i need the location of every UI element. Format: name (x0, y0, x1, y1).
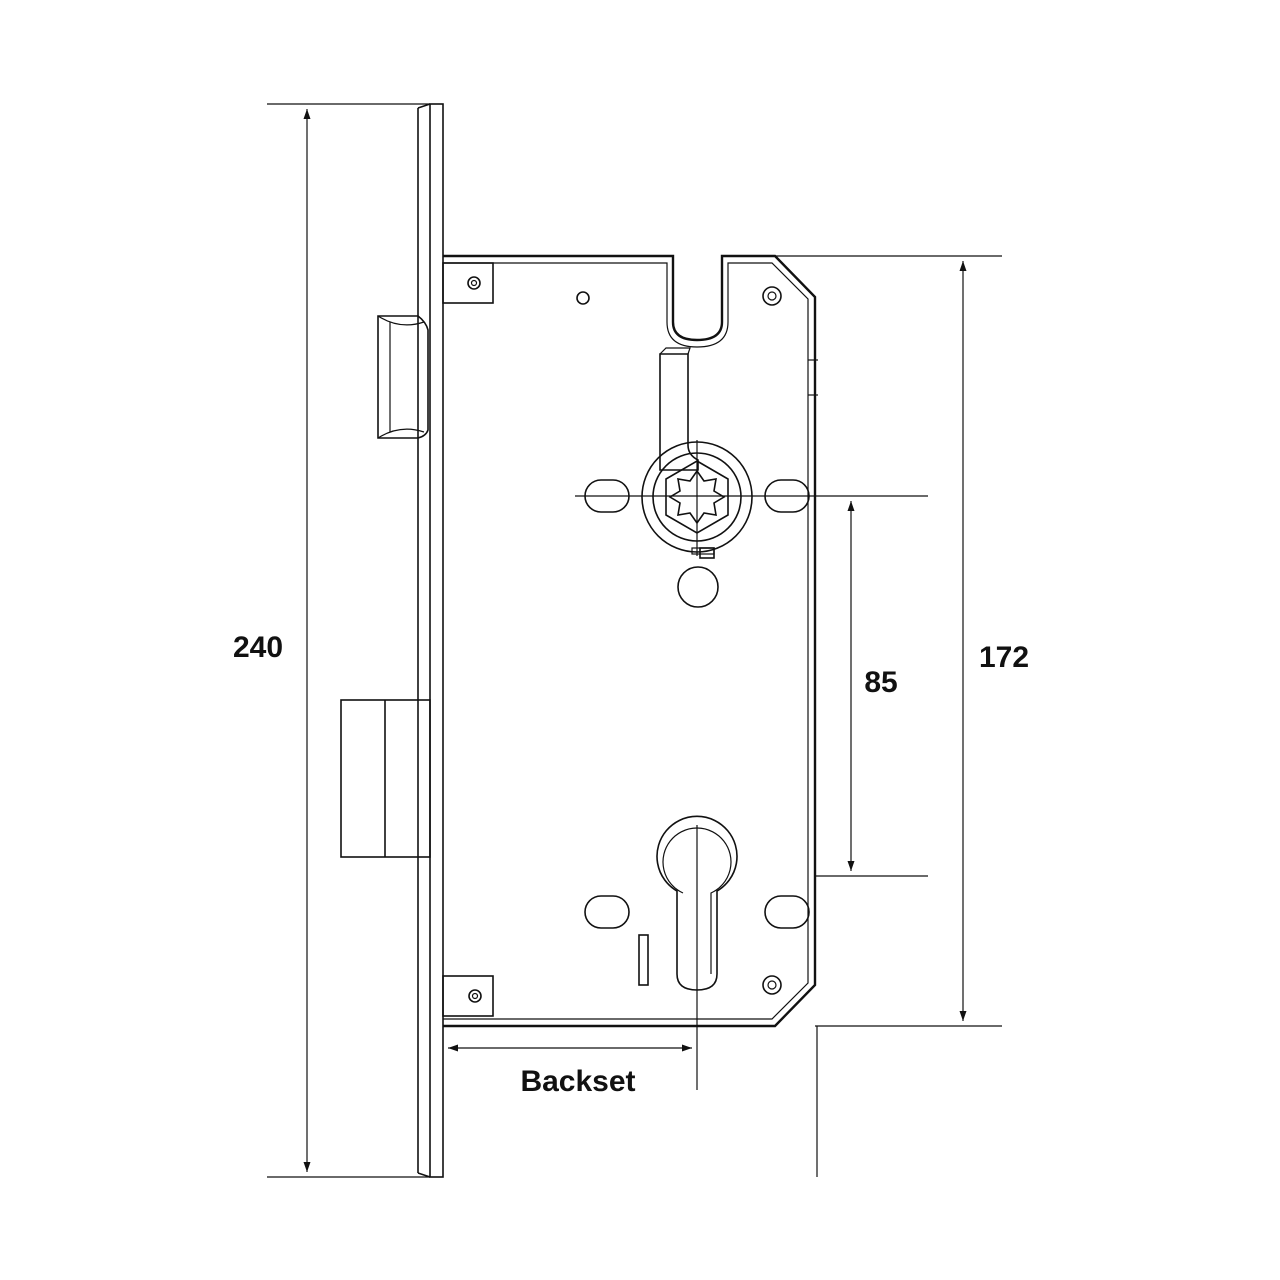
dimension-label-172: 172 (979, 641, 1029, 674)
screw-bottom-right (762, 975, 782, 995)
top-mounting-tab (442, 262, 494, 304)
faceplate (417, 103, 444, 1178)
dimension-label-85: 85 (864, 666, 897, 699)
slot-left-lower (584, 895, 630, 929)
dimension-label-backset: Backset (520, 1065, 635, 1098)
center-lines (575, 440, 928, 1090)
dimension-label-240: 240 (233, 631, 283, 664)
cylinder-cutout (638, 815, 738, 991)
latch-bolt (377, 315, 429, 439)
lock-case (443, 254, 818, 1028)
deadbolt (340, 699, 431, 858)
follower-lever (659, 347, 699, 471)
slot-right-lower (764, 895, 810, 929)
extension-lines (267, 103, 1002, 1178)
follower-lower-hole (677, 566, 719, 608)
screw-top-right (762, 286, 782, 306)
small-hole (576, 291, 590, 305)
bottom-mounting-tab (442, 975, 494, 1017)
